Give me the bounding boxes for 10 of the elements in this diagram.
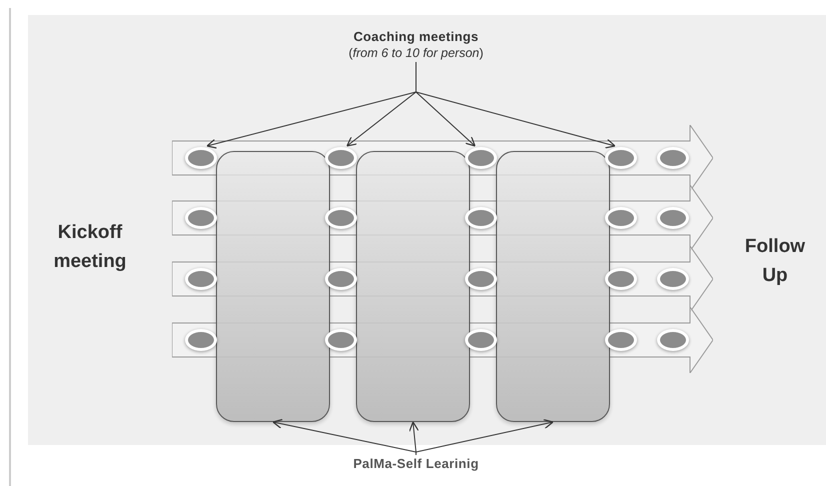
learning-block (216, 151, 330, 422)
learning-block (496, 151, 610, 422)
arrow (416, 62, 616, 149)
arrow (416, 418, 554, 456)
kickoff-label: Kickoff meeting (52, 221, 128, 274)
follow-up-label: Follow Up (744, 235, 806, 288)
arrow (272, 418, 416, 456)
learning-block (356, 151, 470, 422)
coaching-meetings-label: Coaching meetings (from 6 to 10 for person) (316, 28, 516, 62)
self-learning-label: PalMa-Self Learinig (316, 455, 516, 472)
